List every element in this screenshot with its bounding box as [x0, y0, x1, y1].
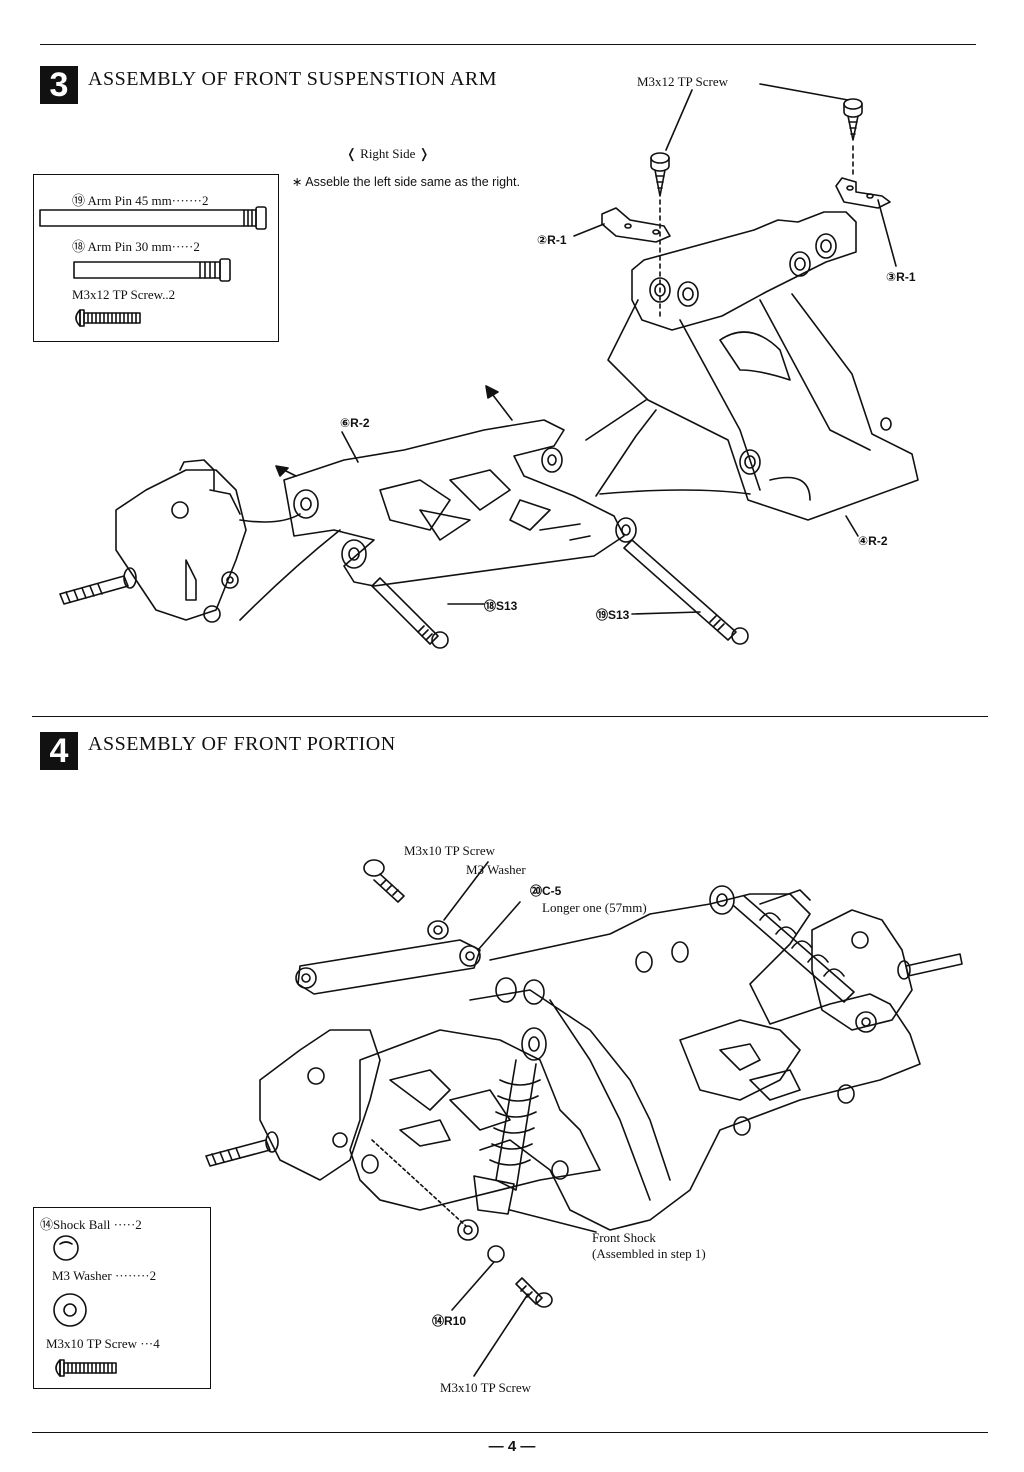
pin-s13-b-drawing — [623, 539, 749, 645]
step3-callout-screw: M3x12 TP Screw — [637, 74, 728, 89]
r1-left-plate-drawing — [601, 207, 671, 243]
washer-drawing — [427, 920, 449, 940]
step3-callout-r2-mount: ④R-2 — [858, 534, 888, 548]
front-shock-left-drawing — [457, 1027, 547, 1241]
mid-rule — [32, 716, 988, 717]
left-axle-drawing — [205, 1131, 279, 1167]
step4-callout-front-shock-note: (Assembled in step 1) — [592, 1246, 706, 1261]
m3x12-screw-drawing — [75, 309, 141, 327]
step3-part-arm-pin-30: ⑱ Arm Pin 30 mm·····2 — [72, 239, 200, 254]
step3-callout-r2-arm: ⑥R-2 — [340, 416, 370, 430]
shock-ball-part-drawing — [53, 1235, 79, 1261]
step4-callout-r10: ⑭R10 — [432, 1314, 467, 1328]
step3-title: ASSEMBLY OF FRONT SUSPENSTION ARM — [88, 68, 498, 90]
screw-top-left-drawing — [650, 152, 670, 197]
right-axle-drawing — [897, 953, 963, 980]
right-knuckle-drawing — [811, 909, 913, 1031]
step3-side-label: ❬ Right Side ❭ — [346, 146, 430, 161]
bottom-rule — [32, 1432, 988, 1433]
m3-washer-part-drawing — [53, 1293, 87, 1327]
step3-parts-box — [33, 174, 279, 342]
step4-callout-c5: ⑳C-5 — [530, 884, 562, 898]
step4-badge: 4 — [40, 732, 78, 770]
m3x10-screw-part-drawing — [55, 1359, 117, 1377]
axle-drawing — [59, 567, 137, 605]
left-knuckle-drawing — [259, 1029, 381, 1181]
step4-callout-longer: Longer one (57mm) — [542, 900, 647, 915]
step4-part-shock-ball: ⑭Shock Ball ·····2 — [40, 1217, 142, 1232]
arm-pin-30-drawing — [73, 258, 231, 282]
page-number: — 4 — — [488, 1438, 536, 1455]
step3-badge: 3 — [40, 66, 78, 104]
step3-callout-r1-left: ②R-1 — [537, 233, 567, 247]
step3-callout-s13-a: ⑱S13 — [484, 599, 518, 613]
step3-part-m3x12-screw: M3x12 TP Screw..2 — [72, 287, 176, 302]
step4-part-m3x10-screw: M3x10 TP Screw ···4 — [46, 1336, 160, 1351]
screw-top-right-drawing — [843, 98, 863, 141]
front-mount-drawing — [585, 211, 919, 521]
r1-right-plate-drawing — [835, 177, 891, 209]
step4-title: ASSEMBLY OF FRONT PORTION — [88, 733, 396, 755]
pin-s13-a-drawing — [371, 577, 449, 649]
step4-callout-screw-top: M3x10 TP Screw — [404, 843, 495, 858]
step3-callout-s13-b: ⑲S13 — [596, 608, 630, 622]
front-shock-right-drawing — [709, 885, 877, 1033]
shock-ball-drawing — [487, 1245, 505, 1263]
top-screw-drawing — [363, 859, 405, 903]
step3-note: ∗ Asseble the left side same as the righ… — [292, 175, 520, 189]
step4-part-m3-washer: M3 Washer ········2 — [52, 1268, 157, 1283]
step3-part-arm-pin-45: ⑲ Arm Pin 45 mm·······2 — [72, 193, 209, 208]
suspension-arm-drawing — [283, 419, 637, 587]
step4-parts-box — [33, 1207, 211, 1389]
step3-callout-r1-right: ③R-1 — [886, 270, 916, 284]
link-rod-drawing — [295, 939, 481, 995]
arm-pin-45-drawing — [39, 206, 267, 230]
bottom-screw-drawing — [515, 1277, 553, 1308]
step4-callout-washer: M3 Washer — [466, 862, 526, 877]
steering-knuckle-drawing — [115, 459, 247, 623]
step4-callout-front-shock: Front Shock — [592, 1230, 656, 1245]
step4-callout-screw-bottom: M3x10 TP Screw — [440, 1380, 531, 1395]
top-rule — [40, 44, 976, 45]
